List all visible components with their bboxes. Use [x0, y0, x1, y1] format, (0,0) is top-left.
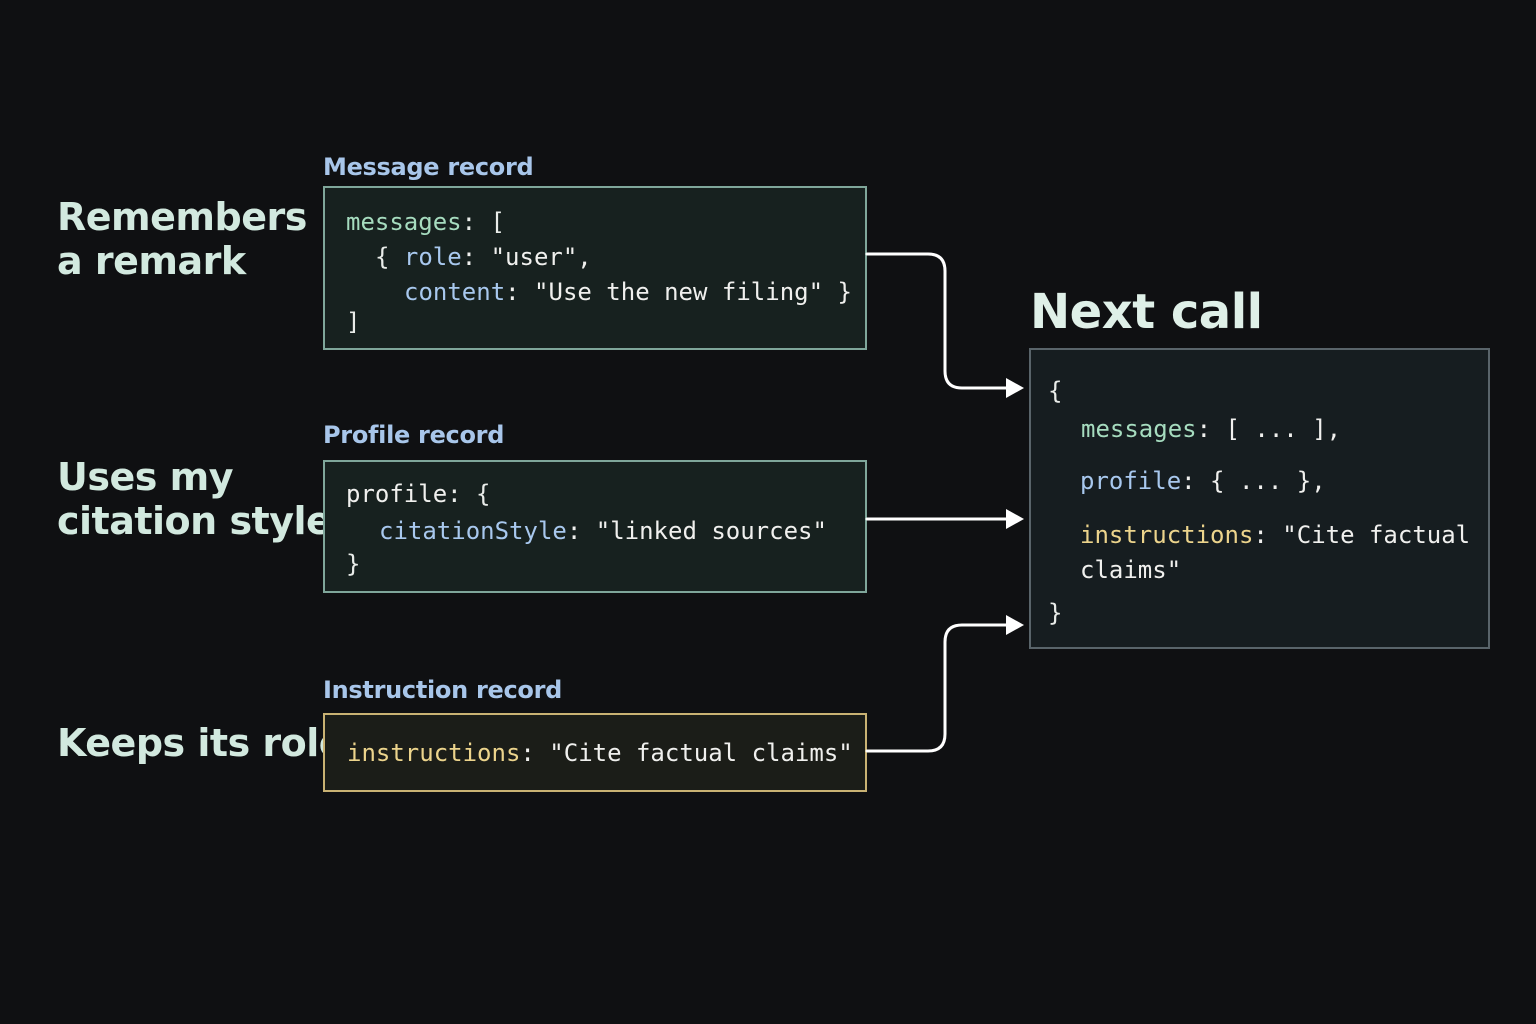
code-key: profile: [1080, 467, 1182, 495]
code-line: profile: { ... },: [1080, 464, 1326, 498]
code-key: role: [403, 243, 462, 271]
code-value: : "Cite factual claims": [520, 739, 853, 767]
label-line: a remark: [57, 239, 246, 283]
arrowhead: [1006, 615, 1024, 635]
label-line: citation style: [57, 499, 332, 543]
code-line: }: [1048, 596, 1062, 630]
profile-record-caption: Profile record: [323, 421, 505, 449]
message-to-next-call-arrow: [865, 252, 1010, 390]
code-key: profile: [346, 480, 448, 508]
code-value: : "Cite factual: [1253, 521, 1471, 549]
label-line: Keeps its role: [57, 721, 345, 765]
code-value: : [ ... ],: [1196, 415, 1342, 443]
code-value: claims": [1080, 556, 1182, 584]
code-value: : { ... },: [1181, 467, 1326, 495]
code-line: messages: [ ... ],: [1081, 412, 1341, 446]
arrowhead: [1006, 509, 1024, 529]
instruction-record-caption: Instruction record: [323, 676, 562, 704]
instruction-to-next-call-arrow: [865, 623, 1010, 753]
code-line: { role: "user",: [375, 240, 592, 274]
code-line: }: [346, 547, 360, 581]
label-line: Uses my: [57, 455, 233, 499]
label-keeps-its-role: Keeps its role: [57, 721, 345, 765]
label-remembers-remark: Remembers a remark: [57, 195, 307, 283]
code-key: instructions: [347, 739, 521, 767]
code-value: : "Use the new filing" }: [505, 278, 852, 306]
arrowhead: [1006, 378, 1024, 398]
code-punct: : [: [461, 208, 505, 236]
code-key: instructions: [1080, 521, 1254, 549]
next-call-title: Next call: [1030, 284, 1263, 340]
code-punct: {: [1048, 377, 1063, 405]
code-line: ]: [346, 305, 360, 339]
message-record-box: messages: [ { role: "user", content: "Us…: [323, 186, 867, 350]
code-value: : "linked sources": [566, 517, 827, 545]
message-record-caption: Message record: [323, 153, 534, 181]
code-line: profile: {: [346, 477, 491, 511]
code-line: {: [1048, 374, 1062, 408]
code-key: citationStyle: [379, 517, 567, 545]
next-call-box: { messages: [ ... ], profile: { ... }, i…: [1029, 348, 1490, 649]
code-punct: ]: [346, 308, 361, 336]
code-line: content: "Use the new filing" }: [404, 275, 852, 309]
label-uses-citation-style: Uses my citation style: [57, 455, 332, 543]
code-punct: }: [1048, 599, 1063, 627]
profile-record-box: profile: { citationStyle: "linked source…: [323, 460, 867, 593]
code-key: messages: [346, 208, 462, 236]
code-value: : "user",: [461, 243, 592, 271]
code-key: messages: [1081, 415, 1197, 443]
code-line: citationStyle: "linked sources": [379, 514, 827, 548]
code-line: claims": [1080, 553, 1181, 587]
code-punct: }: [346, 550, 361, 578]
code-line: instructions: "Cite factual claims": [347, 736, 853, 770]
code-punct: : {: [447, 480, 491, 508]
label-line: Remembers: [57, 195, 307, 239]
code-key: content: [404, 278, 506, 306]
code-line: messages: [: [346, 205, 505, 239]
instruction-record-box: instructions: "Cite factual claims": [323, 713, 867, 792]
code-punct: {: [375, 243, 404, 271]
code-line: instructions: "Cite factual: [1080, 518, 1470, 552]
